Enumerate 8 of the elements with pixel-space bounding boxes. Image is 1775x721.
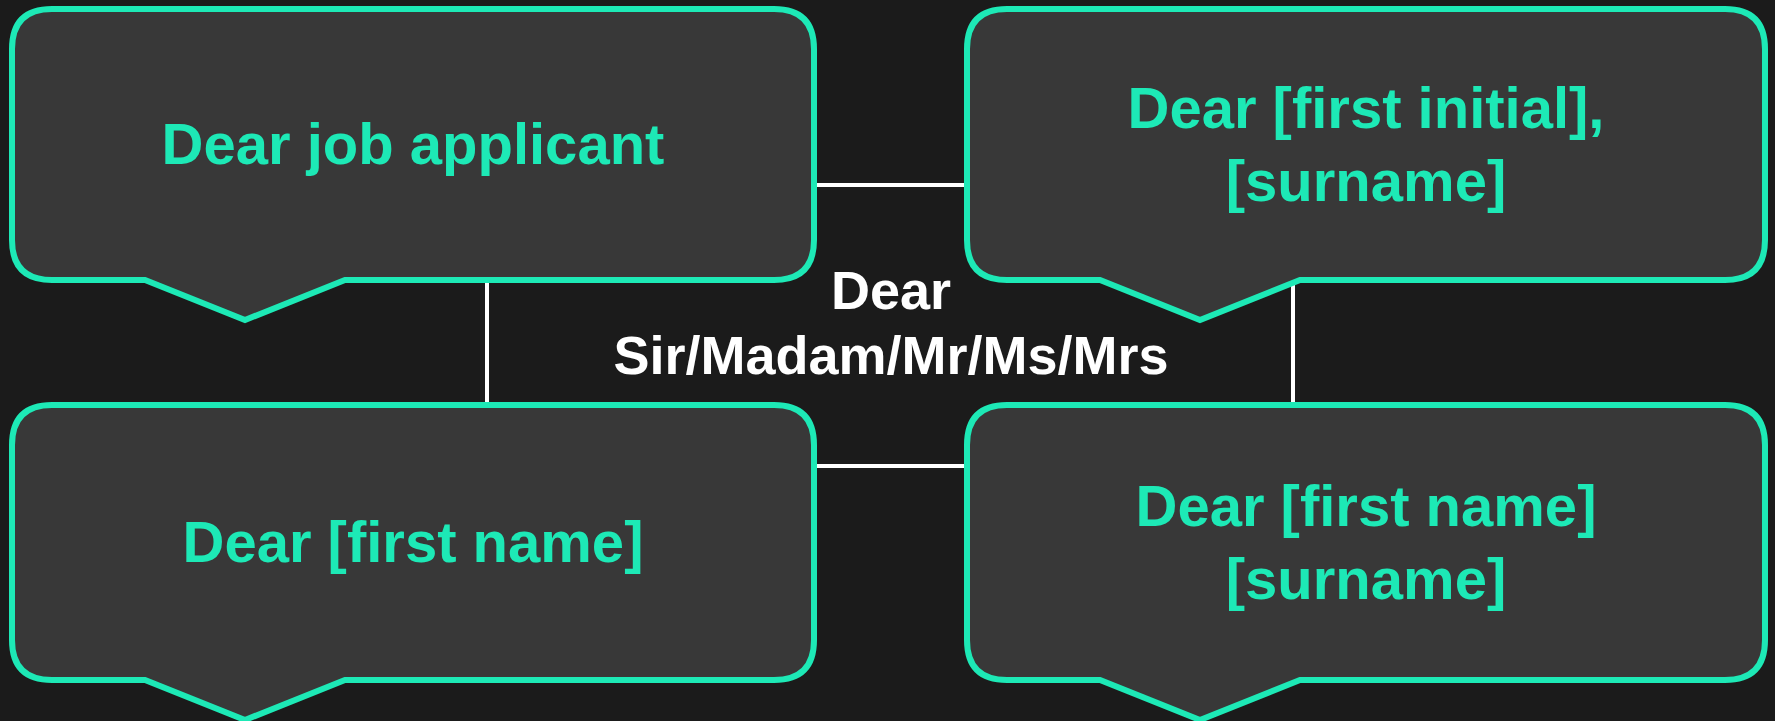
bubble-text: Dear [first initial], [surname] — [1126, 74, 1606, 215]
connector-line — [817, 183, 964, 187]
bubble-text: Dear [first name] — [182, 508, 644, 577]
bubble-text: Dear [first name] [surname] — [1134, 472, 1598, 613]
connector-line — [817, 464, 964, 468]
bubble-text: Dear job applicant — [161, 110, 665, 179]
connector-line — [485, 283, 489, 402]
center-text: Dear Sir/Madam/Mr/Ms/Mrs — [612, 259, 1170, 387]
